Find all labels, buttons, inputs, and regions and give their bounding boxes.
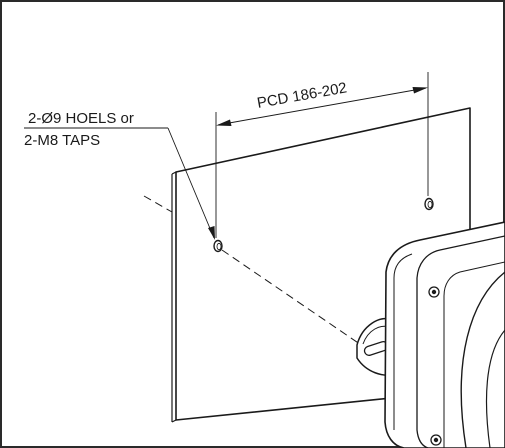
plate-thickness-edge [171, 171, 177, 175]
dimension-arrow-right [412, 87, 428, 94]
dimension-arrow-left [216, 119, 232, 126]
housing-flange-face [416, 235, 505, 448]
housing-inner-edge [443, 261, 505, 448]
mounting-hole-right-inner [427, 200, 433, 209]
callout-leader-arrow [208, 226, 215, 240]
callout-leader-line [167, 127, 215, 239]
hole-callout-line1: 2-Ø9 HOELS or [28, 110, 134, 127]
pilot-arc-outer [460, 271, 505, 448]
pilot-arc-inner [485, 329, 505, 448]
pcd-dimension-line [217, 87, 427, 126]
assembly-axis-outside [143, 195, 173, 213]
hole-callout-line2: 2-M8 TAPS [24, 132, 100, 149]
flange-bolt-bottom-center [433, 437, 439, 443]
plate-thickness-edge [171, 419, 177, 423]
housing-rim-edge [393, 253, 413, 430]
flange-bolt-top-center [431, 289, 437, 295]
pcd-dimension-label: PCD 186-202 [256, 79, 348, 112]
mounting-hole-left-inner [216, 242, 222, 251]
housing-outer-body [384, 221, 505, 448]
